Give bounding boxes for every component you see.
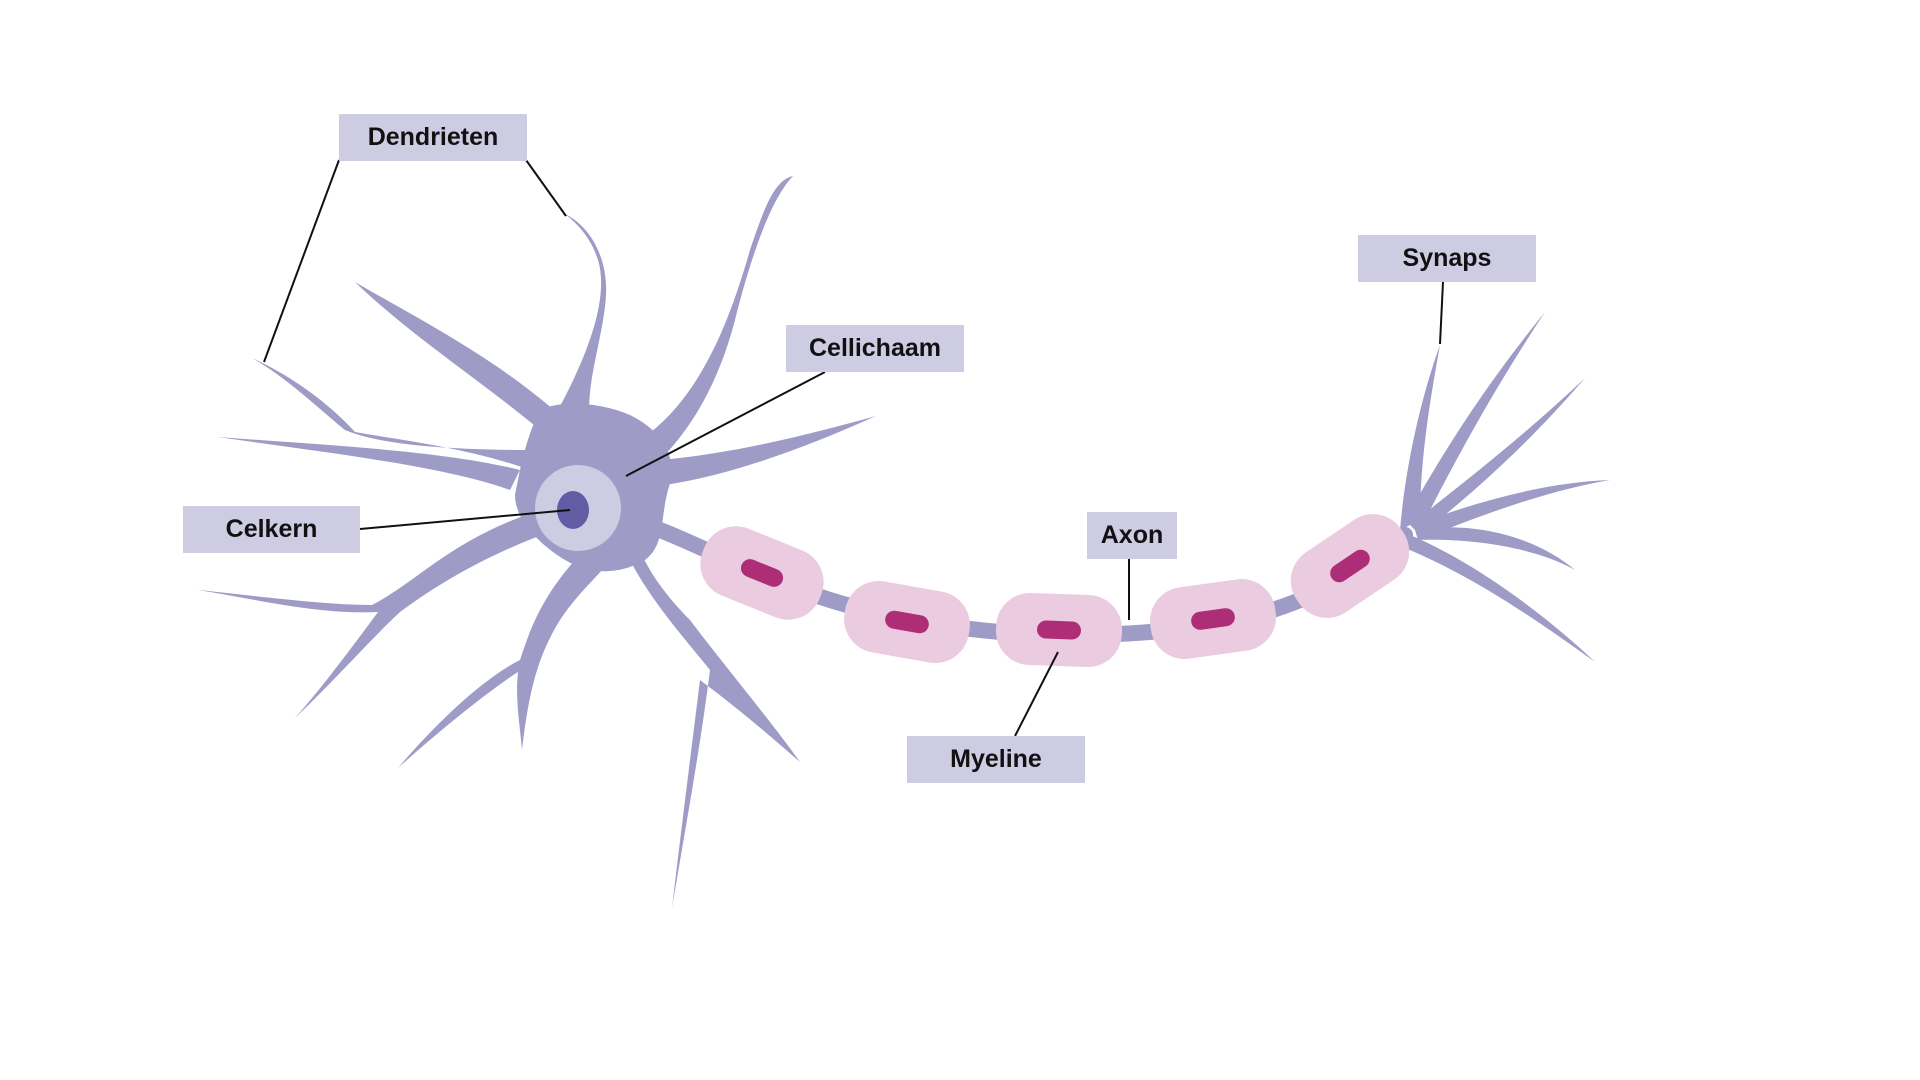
dendrite	[218, 437, 520, 490]
myelin-core	[885, 610, 929, 634]
label-celkern: Celkern	[183, 506, 360, 553]
dendrite	[558, 214, 607, 420]
synapse-terminal	[1405, 312, 1545, 530]
leader-lines	[263, 159, 1444, 737]
myelin-core	[1330, 549, 1370, 583]
dendrite	[198, 510, 555, 718]
myelin-sheath-group	[700, 514, 1410, 668]
dendrite	[252, 358, 530, 470]
myelin-core	[1191, 608, 1235, 630]
dendrite	[640, 176, 793, 460]
label-dendrieten: Dendrieten	[339, 114, 527, 161]
dendrite	[630, 550, 800, 908]
leader-line-celkern	[359, 509, 571, 530]
leader-line-dendrieten-left	[263, 159, 340, 363]
leader-line-synaps	[1439, 281, 1444, 345]
nucleus	[557, 491, 589, 529]
dendrite	[355, 282, 565, 430]
synapse-terminal	[1410, 378, 1585, 535]
synapse-terminal	[1405, 535, 1595, 662]
dendrite	[660, 416, 876, 485]
leader-line-cellichaam	[625, 371, 826, 477]
synapse-terminal	[1415, 527, 1575, 570]
label-cellichaam: Cellichaam	[786, 325, 964, 372]
myelin-core	[740, 559, 784, 587]
dendrite	[398, 560, 610, 768]
label-myeline: Myeline	[907, 736, 1085, 783]
leader-line-dendrieten-right	[525, 159, 567, 217]
label-synaps: Synaps	[1358, 235, 1536, 282]
leader-line-myeline	[1014, 651, 1059, 737]
label-axon: Axon	[1087, 512, 1177, 559]
myelin-core	[1037, 620, 1081, 640]
synapse-terminal	[1400, 345, 1440, 530]
